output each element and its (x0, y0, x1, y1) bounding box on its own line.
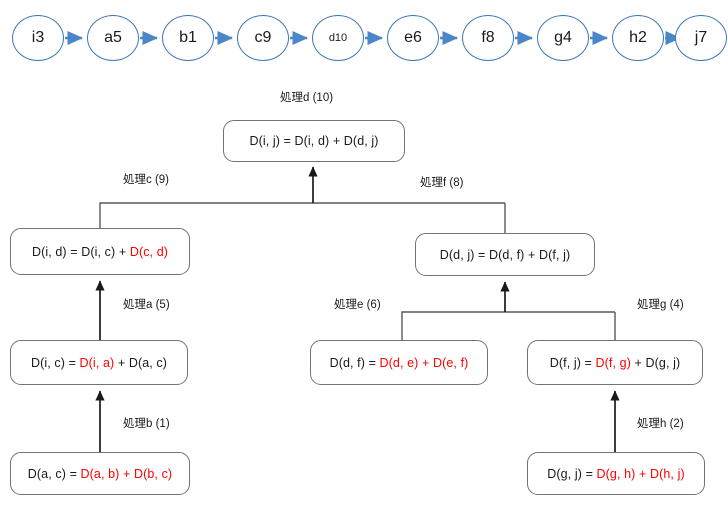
formula-text: D(i, c) = D(i, a) + D(a, c) (31, 356, 167, 370)
formula-term: D(a, c) = (27, 466, 81, 481)
chain-node-h2[interactable]: h2 (612, 15, 664, 61)
chain-node-label: g4 (554, 29, 572, 46)
chain-node-label: f8 (481, 29, 495, 46)
chain-node-label: c9 (254, 29, 272, 46)
box-proc-h[interactable]: D(g, j) = D(g, h) + D(h, j) (527, 452, 705, 495)
formula-term-highlight: D(d, e) + D(e, f) (379, 355, 469, 370)
label-proc-g: 処理g (4) (637, 299, 684, 311)
box-proc-d[interactable]: D(i, j) = D(i, d) + D(d, j) (223, 120, 405, 162)
label-proc-d: 処理d (10) (280, 92, 334, 104)
formula-term: D(d, f) = (329, 355, 380, 370)
formula-text: D(i, j) = D(i, d) + D(d, j) (249, 134, 378, 148)
box-proc-a[interactable]: D(i, c) = D(i, a) + D(a, c) (10, 340, 188, 385)
box-proc-f[interactable]: D(d, j) = D(d, f) + D(f, j) (415, 233, 595, 276)
formula-text: D(d, j) = D(d, f) + D(f, j) (440, 248, 571, 262)
label-proc-h: 処理h (2) (637, 418, 684, 430)
chain-node-label: a5 (104, 29, 122, 46)
formula-term: D(g, j) = (547, 466, 597, 481)
formula-term-highlight: D(f, g) (595, 355, 631, 370)
box-proc-g[interactable]: D(f, j) = D(f, g) + D(g, j) (527, 340, 703, 385)
formula-term: D(i, d) = D(i, c) + (31, 244, 130, 259)
formula-text: D(d, f) = D(d, e) + D(e, f) (330, 356, 469, 370)
chain-node-b1[interactable]: b1 (162, 15, 214, 61)
chain-node-d10[interactable]: d10 (312, 15, 364, 61)
chain-node-label: i3 (31, 29, 45, 46)
label-proc-a: 処理a (5) (123, 299, 170, 311)
label-proc-f: 処理f (8) (420, 177, 464, 189)
chain-node-label: e6 (404, 29, 422, 46)
chain-node-j7[interactable]: j7 (675, 15, 727, 61)
label-proc-c: 処理c (9) (123, 174, 169, 186)
chain-node-g4[interactable]: g4 (537, 15, 589, 61)
chain-node-label: h2 (629, 29, 647, 46)
chain-node-label: d10 (328, 31, 348, 44)
formula-text: D(i, d) = D(i, c) + D(c, d) (32, 245, 168, 259)
formula-term: + D(a, c) (114, 355, 168, 370)
chain-node-i3[interactable]: i3 (12, 15, 64, 61)
chain-node-label: b1 (179, 29, 197, 46)
box-proc-c[interactable]: D(i, d) = D(i, c) + D(c, d) (10, 228, 190, 275)
chain-node-a5[interactable]: a5 (87, 15, 139, 61)
label-proc-e: 処理e (6) (334, 299, 381, 311)
box-proc-e[interactable]: D(d, f) = D(d, e) + D(e, f) (310, 340, 488, 385)
chain-node-f8[interactable]: f8 (462, 15, 514, 61)
formula-text: D(g, j) = D(g, h) + D(h, j) (547, 467, 684, 481)
formula-term-highlight: D(i, a) (79, 355, 115, 370)
chain-node-label: j7 (694, 29, 708, 46)
formula-term-highlight: D(a, b) + D(b, c) (80, 466, 173, 481)
formula-term: D(i, j) = D(i, d) + D(d, j) (249, 134, 379, 148)
label-proc-b: 処理b (1) (123, 418, 170, 430)
formula-text: D(a, c) = D(a, b) + D(b, c) (28, 467, 172, 481)
chain-node-e6[interactable]: e6 (387, 15, 439, 61)
formula-text: D(f, j) = D(f, g) + D(g, j) (550, 356, 681, 370)
box-proc-b[interactable]: D(a, c) = D(a, b) + D(b, c) (10, 452, 190, 495)
formula-term-highlight: D(c, d) (129, 244, 169, 259)
formula-term: D(f, j) = (549, 355, 596, 370)
formula-term: D(i, c) = (30, 355, 80, 370)
formula-term-highlight: D(g, h) + D(h, j) (596, 466, 685, 481)
formula-term: + D(g, j) (630, 355, 681, 370)
formula-term: D(d, j) = D(d, f) + D(f, j) (439, 247, 571, 262)
chain-node-c9[interactable]: c9 (237, 15, 289, 61)
